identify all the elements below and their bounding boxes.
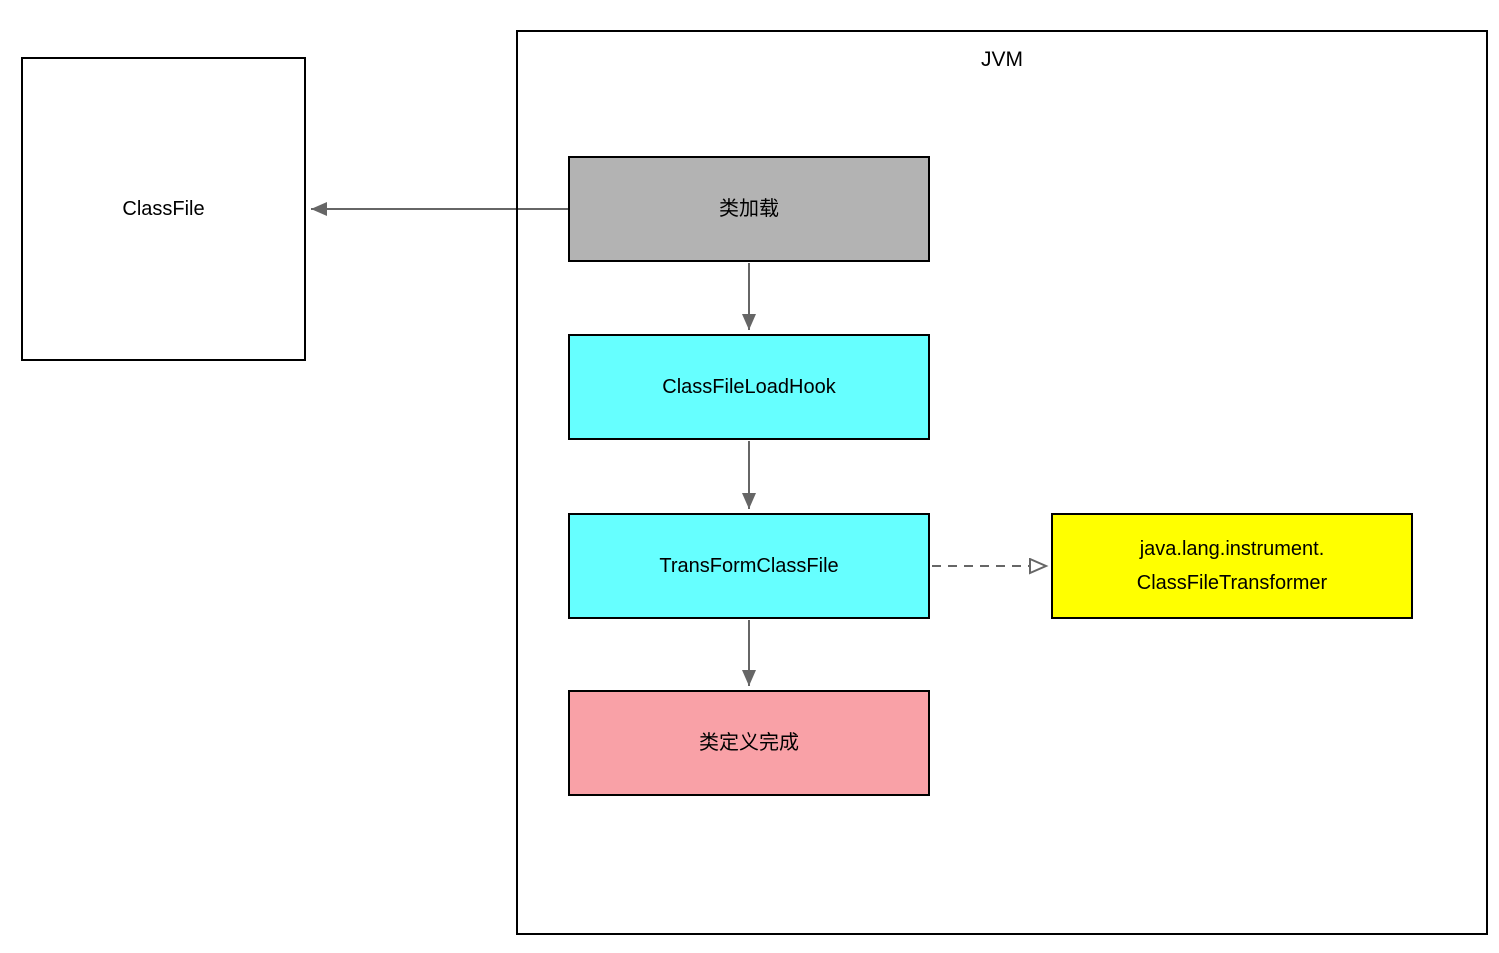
node-classfiletransformer-line2: ClassFileTransformer: [1136, 572, 1328, 594]
node-classfileloadhook-label: ClassFileLoadHook: [662, 375, 836, 398]
node-classfile-label: ClassFile: [122, 197, 205, 220]
node-classfiletransformer-line1: java.lang.instrument.: [1139, 538, 1325, 560]
node-transformclassfile: TransFormClassFile: [568, 513, 930, 619]
node-class-loading: 类加载: [568, 156, 930, 262]
node-class-loading-label: 类加载: [719, 197, 779, 220]
node-classfile: ClassFile: [21, 57, 306, 361]
node-classfileloadhook: ClassFileLoadHook: [568, 334, 930, 440]
node-class-definition-done: 类定义完成: [568, 690, 930, 796]
node-class-definition-done-label: 类定义完成: [699, 731, 799, 754]
jvm-container: JVM: [516, 30, 1488, 935]
jvm-title: JVM: [981, 48, 1023, 71]
node-classfiletransformer: java.lang.instrument. ClassFileTransform…: [1051, 513, 1413, 619]
node-transformclassfile-label: TransFormClassFile: [659, 554, 839, 577]
